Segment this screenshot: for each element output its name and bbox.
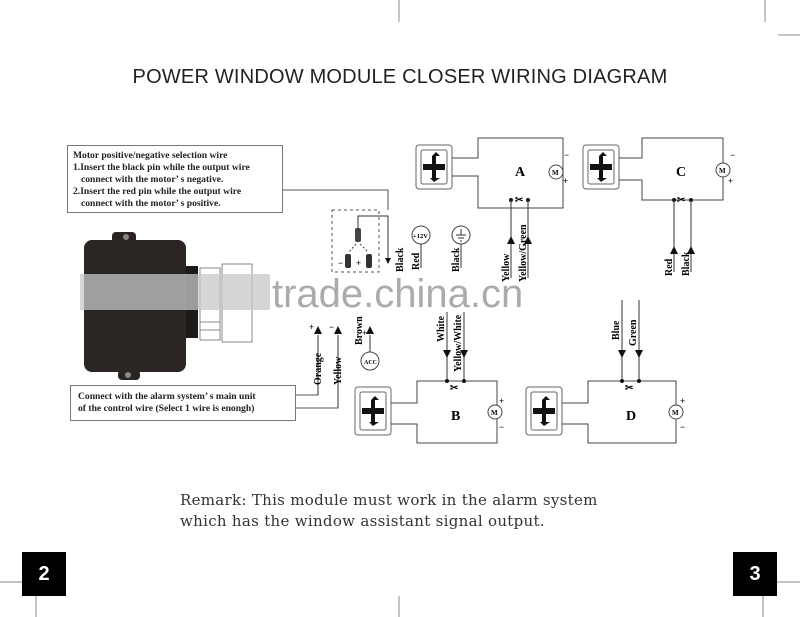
module-b-label: B xyxy=(451,409,460,424)
svg-text:✂: ✂ xyxy=(677,195,686,206)
wire-black-label: Black xyxy=(395,247,406,272)
wire-red-label: Red xyxy=(411,252,422,270)
module-d-label: D xyxy=(626,409,636,424)
svg-text:M: M xyxy=(491,409,498,417)
svg-text:−: − xyxy=(680,422,685,432)
svg-text:+: + xyxy=(680,396,685,406)
wire-b-yellow-white-label: Yellow/White xyxy=(453,314,464,372)
motor-selection-note: Motor positive/negative selection wire 1… xyxy=(67,145,283,213)
svg-text:+: + xyxy=(356,258,361,268)
svg-text:M: M xyxy=(552,169,559,177)
wire-a-yellow-label: Yellow xyxy=(501,253,512,282)
svg-text:−: − xyxy=(329,322,334,332)
module-c-label: C xyxy=(676,165,686,180)
wire-d-blue-label: Blue xyxy=(611,320,622,340)
window-switch-icon xyxy=(590,152,612,182)
page-number-right: 3 xyxy=(733,552,777,596)
wire-c-red-label: Red xyxy=(664,258,675,276)
svg-text:−: − xyxy=(564,150,569,160)
svg-text:+: + xyxy=(728,176,733,186)
svg-text:+: + xyxy=(309,322,314,332)
svg-text:−: − xyxy=(730,150,735,160)
window-module-a: A M − + ✂ xyxy=(415,137,569,209)
wire-b-white-label: White xyxy=(436,315,447,342)
acc-symbol: ACC xyxy=(364,360,377,366)
wire-d-green-label: Green xyxy=(628,319,639,346)
svg-text:✂: ✂ xyxy=(515,195,524,206)
watermark: trade.china.cn xyxy=(0,272,800,318)
window-switch-icon xyxy=(533,396,555,426)
window-switch-icon xyxy=(362,396,384,426)
power-12v-symbol: +12V xyxy=(413,233,428,240)
page-number-left: 2 xyxy=(22,552,66,596)
wire-orange-label: Orange xyxy=(313,352,324,385)
svg-text:M: M xyxy=(719,167,726,175)
wire-ground-black-label: Black xyxy=(451,247,462,272)
wire-brown-label: Brown xyxy=(354,316,365,345)
module-a-label: A xyxy=(515,165,526,180)
window-module-b: B M + − ✂ xyxy=(354,312,504,444)
svg-text:+: + xyxy=(563,176,568,186)
svg-text:−: − xyxy=(499,422,504,432)
wire-yellow-label: Yellow xyxy=(333,356,344,385)
svg-text:−: − xyxy=(338,258,343,268)
page-title: POWER WINDOW MODULE CLOSER WIRING DIAGRA… xyxy=(132,66,668,88)
wire-a-yellow-green-label: Yellow/Green xyxy=(518,224,529,282)
svg-text:+: + xyxy=(499,396,504,406)
selector-pins: − + xyxy=(338,215,391,268)
svg-text:✂: ✂ xyxy=(450,383,459,394)
remark-text: Remark: This module must work in the ala… xyxy=(180,491,598,530)
wire-c-black-label: Black xyxy=(681,251,692,276)
window-switch-icon xyxy=(423,152,445,182)
svg-text:✂: ✂ xyxy=(625,383,634,394)
window-module-c: C M − + ✂ xyxy=(582,137,735,206)
svg-text:M: M xyxy=(672,409,679,417)
alarm-connect-note: Connect with the alarm system’ s main un… xyxy=(70,385,296,421)
svg-text:+: + xyxy=(362,328,367,338)
window-module-d: D M + − ✂ xyxy=(525,300,685,444)
